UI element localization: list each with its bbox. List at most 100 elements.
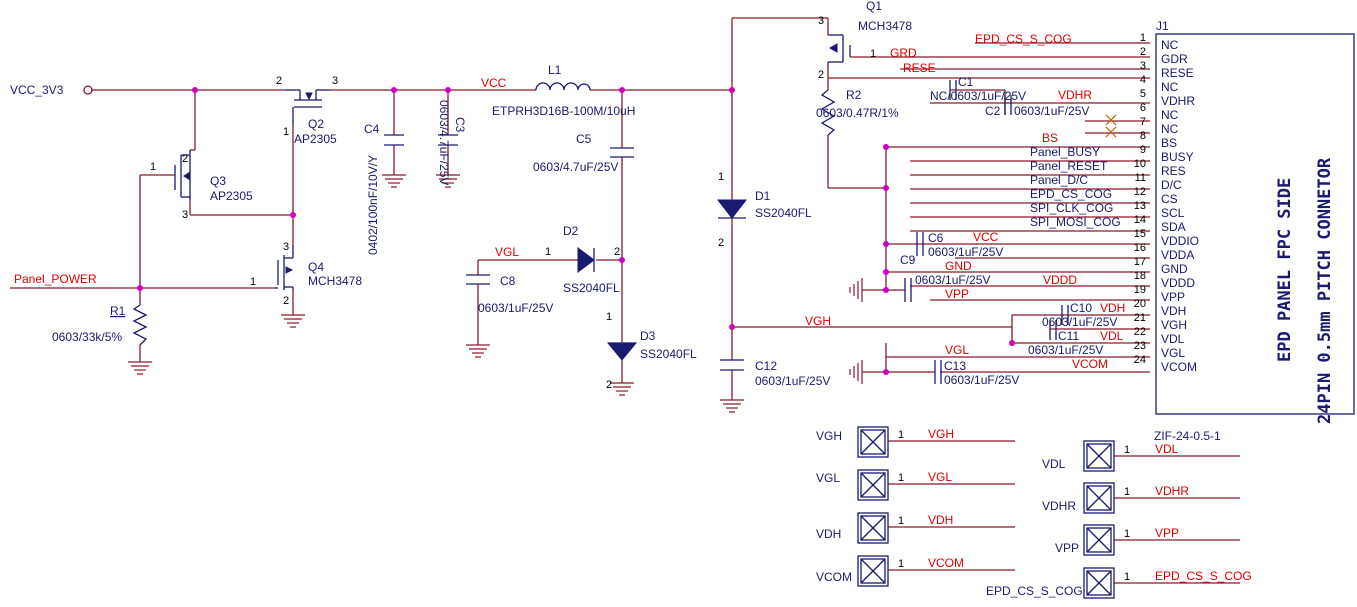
r2-value: 0603/0.47R/1% bbox=[816, 106, 899, 120]
j1-pin-number: 17 bbox=[1134, 256, 1146, 268]
labels-testpoints: VGH 1 VGH VGL 1 VGL VDH 1 VDH VCOM 1 VCO… bbox=[816, 427, 1252, 598]
tp-vdh-label: VDH bbox=[816, 527, 841, 541]
tp-epd-cs-label: EPD_CS_S_COG bbox=[986, 584, 1083, 598]
c9-value: 0603/1uF/25V bbox=[915, 273, 990, 287]
net-epd-cs-s-cog: EPD_CS_S_COG bbox=[975, 32, 1072, 46]
c6-ref: C6 bbox=[928, 231, 944, 245]
j1-pin-name: D/C bbox=[1161, 178, 1182, 192]
c8-ref: C8 bbox=[500, 274, 516, 288]
tp-vpp-net: VPP bbox=[1155, 526, 1179, 540]
j1-pin-name: VDDA bbox=[1161, 248, 1194, 262]
junctions bbox=[137, 87, 1015, 375]
pin-num: 2 bbox=[606, 379, 612, 391]
pin-num: 3 bbox=[818, 15, 824, 27]
j1-pin-name: SDA bbox=[1161, 220, 1186, 234]
c12-ref: C12 bbox=[755, 359, 777, 373]
d3-diode bbox=[606, 342, 638, 361]
c8-value: 0603/1uF/25V bbox=[478, 301, 553, 315]
c9-capacitor bbox=[904, 278, 912, 302]
j1-pin-number: 9 bbox=[1140, 144, 1146, 156]
d2-ref: D2 bbox=[563, 224, 579, 238]
net-vcc-3v3: VCC_3V3 bbox=[10, 83, 64, 97]
j1-pin-name: VCOM bbox=[1161, 360, 1197, 374]
tp-vpp-pin: 1 bbox=[1124, 528, 1130, 540]
net-grd: GRD bbox=[890, 46, 917, 60]
sig-epd-cs-cog: EPD_CS_COG bbox=[1030, 187, 1112, 201]
j1-pin-name: SCL bbox=[1161, 206, 1185, 220]
tp-vdh-pin: 1 bbox=[898, 515, 904, 527]
gnd-c12 bbox=[720, 399, 744, 413]
j1-pin-number: 6 bbox=[1140, 102, 1146, 114]
connector-title-2: 24PIN 0.5mm PITCH CONNETOR bbox=[1315, 157, 1335, 424]
j1-pin-number: 21 bbox=[1134, 312, 1146, 324]
c3-value: 0603/4.7uF/25V bbox=[437, 100, 451, 185]
net-vdhr: VDHR bbox=[1058, 88, 1092, 102]
net-rese: RESE bbox=[903, 61, 936, 75]
q3-part: AP2305 bbox=[210, 189, 253, 203]
tp-vdl-pin: 1 bbox=[1124, 444, 1130, 456]
tp-vdhr-pin: 1 bbox=[1124, 486, 1130, 498]
c5-ref: C5 bbox=[576, 132, 592, 146]
components bbox=[83, 33, 1355, 415]
c5-capacitor bbox=[610, 147, 634, 158]
j1-connector-body bbox=[1155, 33, 1355, 415]
d1-part: SS2040FL bbox=[755, 206, 812, 220]
q4-transistor bbox=[275, 245, 294, 290]
j1-ref: J1 bbox=[1156, 19, 1169, 33]
c13-ref: C13 bbox=[944, 359, 966, 373]
j1-pin-name: VGL bbox=[1161, 346, 1185, 360]
c4-value: 0402/100nF/10V/Y bbox=[366, 155, 380, 255]
c13-capacitor bbox=[934, 360, 942, 384]
j1-pin-number: 19 bbox=[1134, 284, 1146, 296]
net-panel-power: Panel_POWER bbox=[14, 272, 97, 286]
c9-ref: C9 bbox=[900, 253, 916, 267]
c11-capacitor bbox=[1049, 320, 1057, 340]
j1-pin-number: 18 bbox=[1134, 270, 1146, 282]
d1-diode bbox=[716, 199, 748, 219]
pin-num: 1 bbox=[718, 171, 724, 183]
d1-ref: D1 bbox=[755, 189, 771, 203]
c2-capacitor bbox=[1004, 95, 1012, 115]
j1-pin-name: CS bbox=[1161, 192, 1178, 206]
c4-capacitor bbox=[384, 134, 404, 146]
d3-part: SS2040FL bbox=[640, 347, 697, 361]
net-vgl-conn: VGL bbox=[945, 343, 969, 357]
tp-vgh-net: VGH bbox=[928, 427, 954, 441]
c6-capacitor bbox=[916, 232, 924, 256]
wires bbox=[10, 17, 1240, 584]
c4-ref: C4 bbox=[364, 122, 380, 136]
tp-vgl-box bbox=[857, 469, 889, 501]
net-vgh: VGH bbox=[805, 314, 831, 328]
j1-pin-number: 5 bbox=[1140, 88, 1146, 100]
c2-ref: C2 bbox=[985, 104, 1001, 118]
tp-vpp-box bbox=[1083, 524, 1115, 556]
j1-pin-number: 16 bbox=[1134, 242, 1146, 254]
pin-num: 1 bbox=[150, 161, 156, 173]
r1-resistor bbox=[132, 304, 148, 346]
l1-value: ETPRH3D16B-100M/10uH bbox=[492, 104, 635, 118]
j1-pin-number: 23 bbox=[1134, 340, 1146, 352]
q4-part: MCH3478 bbox=[308, 274, 362, 288]
net-vgl: VGL bbox=[495, 245, 519, 259]
d3-ref: D3 bbox=[640, 329, 656, 343]
net-gnd: GND bbox=[945, 259, 972, 273]
pin-num: 1 bbox=[250, 276, 256, 288]
q2-part: AP2305 bbox=[294, 132, 337, 146]
labels-connector: J1 EPD PANEL FPC SIDE 24PIN 0.5mm PITCH … bbox=[890, 19, 1335, 424]
pin-num: 1 bbox=[870, 48, 876, 60]
tp-vdl-label: VDL bbox=[1042, 457, 1066, 471]
j1-pin-name: NC bbox=[1161, 108, 1179, 122]
q1-part: MCH3478 bbox=[858, 19, 912, 33]
tp-vpp-label: VPP bbox=[1055, 541, 1079, 555]
tp-vdl-box bbox=[1083, 440, 1115, 472]
tp-vgh-box bbox=[857, 426, 889, 458]
tp-vdhr-net: VDHR bbox=[1155, 484, 1189, 498]
r2-ref: R2 bbox=[846, 88, 862, 102]
pin-num: 3 bbox=[182, 209, 188, 221]
r2-resistor bbox=[820, 89, 836, 136]
j1-part: ZIF-24-0.5-1 bbox=[1154, 429, 1221, 443]
vcc-3v3-port bbox=[83, 85, 93, 95]
j1-pin-number: 14 bbox=[1134, 214, 1146, 226]
d2-part: SS2040FL bbox=[563, 281, 620, 295]
